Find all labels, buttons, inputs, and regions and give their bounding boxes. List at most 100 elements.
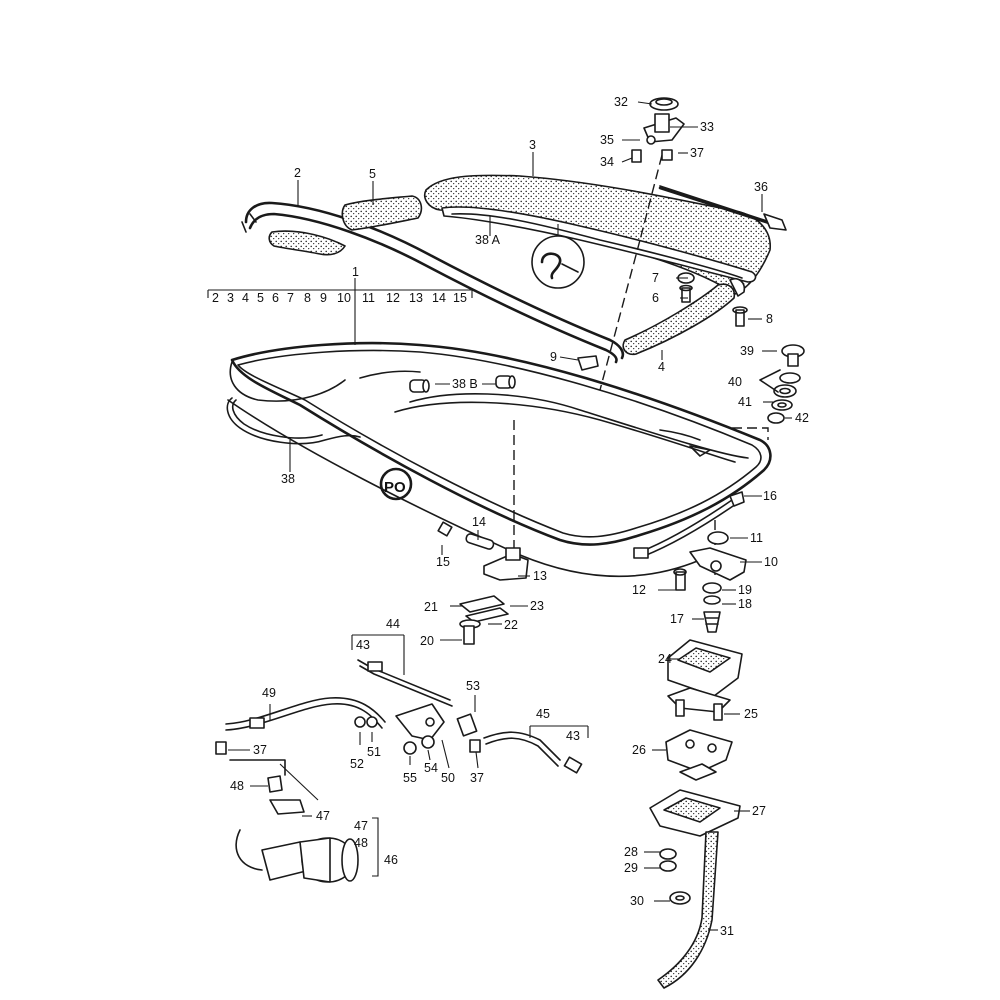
- label-17: 17: [670, 612, 684, 626]
- bracket-row-label: 15: [453, 291, 467, 305]
- label-18: 18: [738, 597, 752, 611]
- label-41: 41: [738, 395, 752, 409]
- foam-strip-5: [341, 195, 423, 231]
- label-38b: 38 B: [452, 377, 478, 391]
- label-27: 27: [752, 804, 766, 818]
- release-cable-16: [633, 491, 745, 559]
- label-10: 10: [764, 555, 778, 569]
- label-15: 15: [436, 555, 450, 569]
- label-46: 46: [384, 853, 398, 867]
- label-31: 31: [720, 924, 734, 938]
- label-43-left: 43: [356, 638, 370, 652]
- label-50: 50: [441, 771, 455, 785]
- label-1: 1: [352, 265, 359, 279]
- label-38: 38: [281, 472, 295, 486]
- label-19: 19: [738, 583, 752, 597]
- label-28: 28: [624, 845, 638, 859]
- motor-assembly: [215, 659, 583, 883]
- label-37-center: 37: [470, 771, 484, 785]
- bracket-row-label: 9: [320, 291, 327, 305]
- rubber-frame-2: [241, 201, 625, 364]
- hinge-assembly-top: [631, 97, 787, 231]
- bracket-row-label: 8: [304, 291, 311, 305]
- label-44: 44: [386, 617, 400, 631]
- bracket-row-label: 14: [432, 291, 446, 305]
- label-54: 54: [424, 761, 438, 775]
- bracket-row-label: 4: [242, 291, 249, 305]
- label-2: 2: [294, 166, 301, 180]
- label-47-left: 47: [316, 809, 330, 823]
- striker-parts-24-31: [649, 639, 743, 989]
- bracket-row-label: 6: [272, 291, 279, 305]
- bracket-lines: [207, 278, 589, 877]
- label-30: 30: [630, 894, 644, 908]
- foam-strip-4-end: [729, 277, 746, 297]
- label-8: 8: [766, 312, 773, 326]
- bracket-row-label: 12: [386, 291, 400, 305]
- seal-38: [226, 397, 361, 445]
- label-49: 49: [262, 686, 276, 700]
- deck-lid: [227, 341, 772, 578]
- label-22: 22: [504, 618, 518, 632]
- label-11: 11: [750, 531, 763, 545]
- label-12: 12: [632, 583, 646, 597]
- label-32: 32: [614, 95, 628, 109]
- foam-strip-left: [268, 230, 346, 256]
- label-29: 29: [624, 861, 638, 875]
- window-channel-38a: [441, 206, 757, 283]
- bracket-row-label: 3: [227, 291, 234, 305]
- label-45: 45: [536, 707, 550, 721]
- label-14: 14: [472, 515, 486, 529]
- label-13: 13: [533, 569, 547, 583]
- label-25: 25: [744, 707, 758, 721]
- window-channel-38a-edge: [451, 212, 743, 279]
- plugs-38b: [409, 375, 516, 393]
- label-23: 23: [530, 599, 544, 613]
- label-48-left: 48: [230, 779, 244, 793]
- bracket-row-label: 2: [212, 291, 219, 305]
- bracket-row-label: 11: [362, 291, 375, 305]
- hinge-parts-13-23: [437, 521, 529, 645]
- label-7: 7: [652, 271, 659, 285]
- label-55: 55: [403, 771, 417, 785]
- foam-strip-4: [622, 283, 736, 356]
- label-4: 4: [658, 360, 665, 374]
- bracket-row-label: 5: [257, 291, 264, 305]
- label-35: 35: [600, 133, 614, 147]
- label-43-right: 43: [566, 729, 580, 743]
- label-34: 34: [600, 155, 614, 169]
- porsche-logo-mark: PO: [379, 467, 413, 501]
- label-21: 21: [424, 600, 438, 614]
- label-51: 51: [367, 745, 381, 759]
- label-24: 24: [658, 652, 672, 666]
- logo-text: PO: [384, 479, 406, 496]
- label-3: 3: [529, 138, 536, 152]
- label-38a: 38 A: [475, 233, 501, 247]
- label-33: 33: [700, 120, 714, 134]
- bracket-row-label: 13: [409, 291, 423, 305]
- bracket-row-label: 10: [337, 291, 351, 305]
- label-20: 20: [420, 634, 434, 648]
- part-labels: 1 2 3 4 5 6 7 8 9 10 11 12 13 14 15 16 1…: [230, 95, 809, 938]
- label-37-left: 37: [253, 743, 267, 757]
- label-37-top: 37: [690, 146, 704, 160]
- label-6: 6: [652, 291, 659, 305]
- stud-parts-39-42: [759, 344, 805, 424]
- label-16: 16: [763, 489, 777, 503]
- detail-circle-38a: [531, 235, 585, 289]
- label-5: 5: [369, 167, 376, 181]
- bracket-row-label: 7: [287, 291, 294, 305]
- leader-lines: [228, 101, 792, 931]
- label-48-right: 48: [354, 836, 368, 850]
- label-9: 9: [550, 350, 557, 364]
- label-42: 42: [795, 411, 809, 425]
- lock-assembly-10: [673, 531, 747, 633]
- label-52: 52: [350, 757, 364, 771]
- label-26: 26: [632, 743, 646, 757]
- label-47-right: 47: [354, 819, 368, 833]
- label-39: 39: [740, 344, 754, 358]
- label-40: 40: [728, 375, 742, 389]
